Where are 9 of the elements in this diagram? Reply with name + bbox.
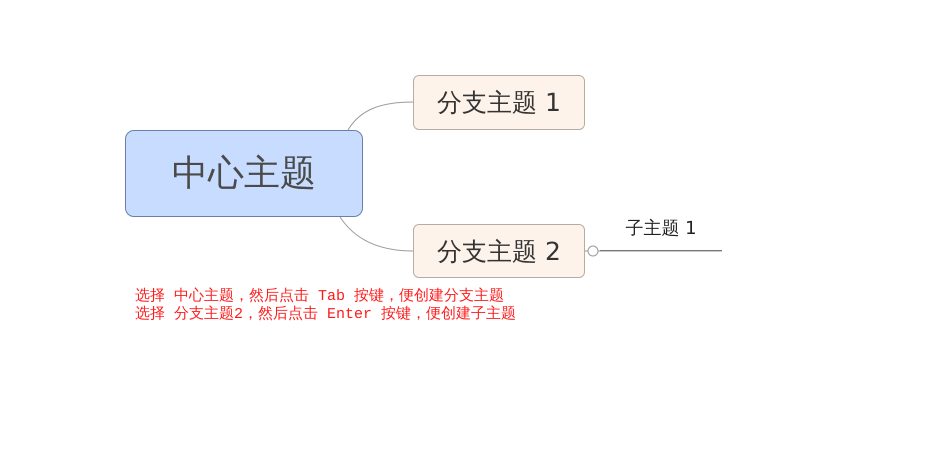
subtopic-text: 子主题 1 <box>600 216 722 251</box>
instruction-note: 选择 分支主题2，然后点击 Enter 按键，便创建子主题 <box>135 306 516 324</box>
central-topic-box: 中心主题 <box>125 130 363 217</box>
connector-line <box>340 216 414 252</box>
branch-topic-box: 分支主题 1 <box>413 75 585 130</box>
connector-line <box>348 102 414 130</box>
branch-topic-box: 分支主题 2 <box>413 224 585 278</box>
instruction-note: 选择 中心主题，然后点击 Tab 按键，便创建分支主题 <box>135 288 504 305</box>
connector-line <box>584 250 722 252</box>
